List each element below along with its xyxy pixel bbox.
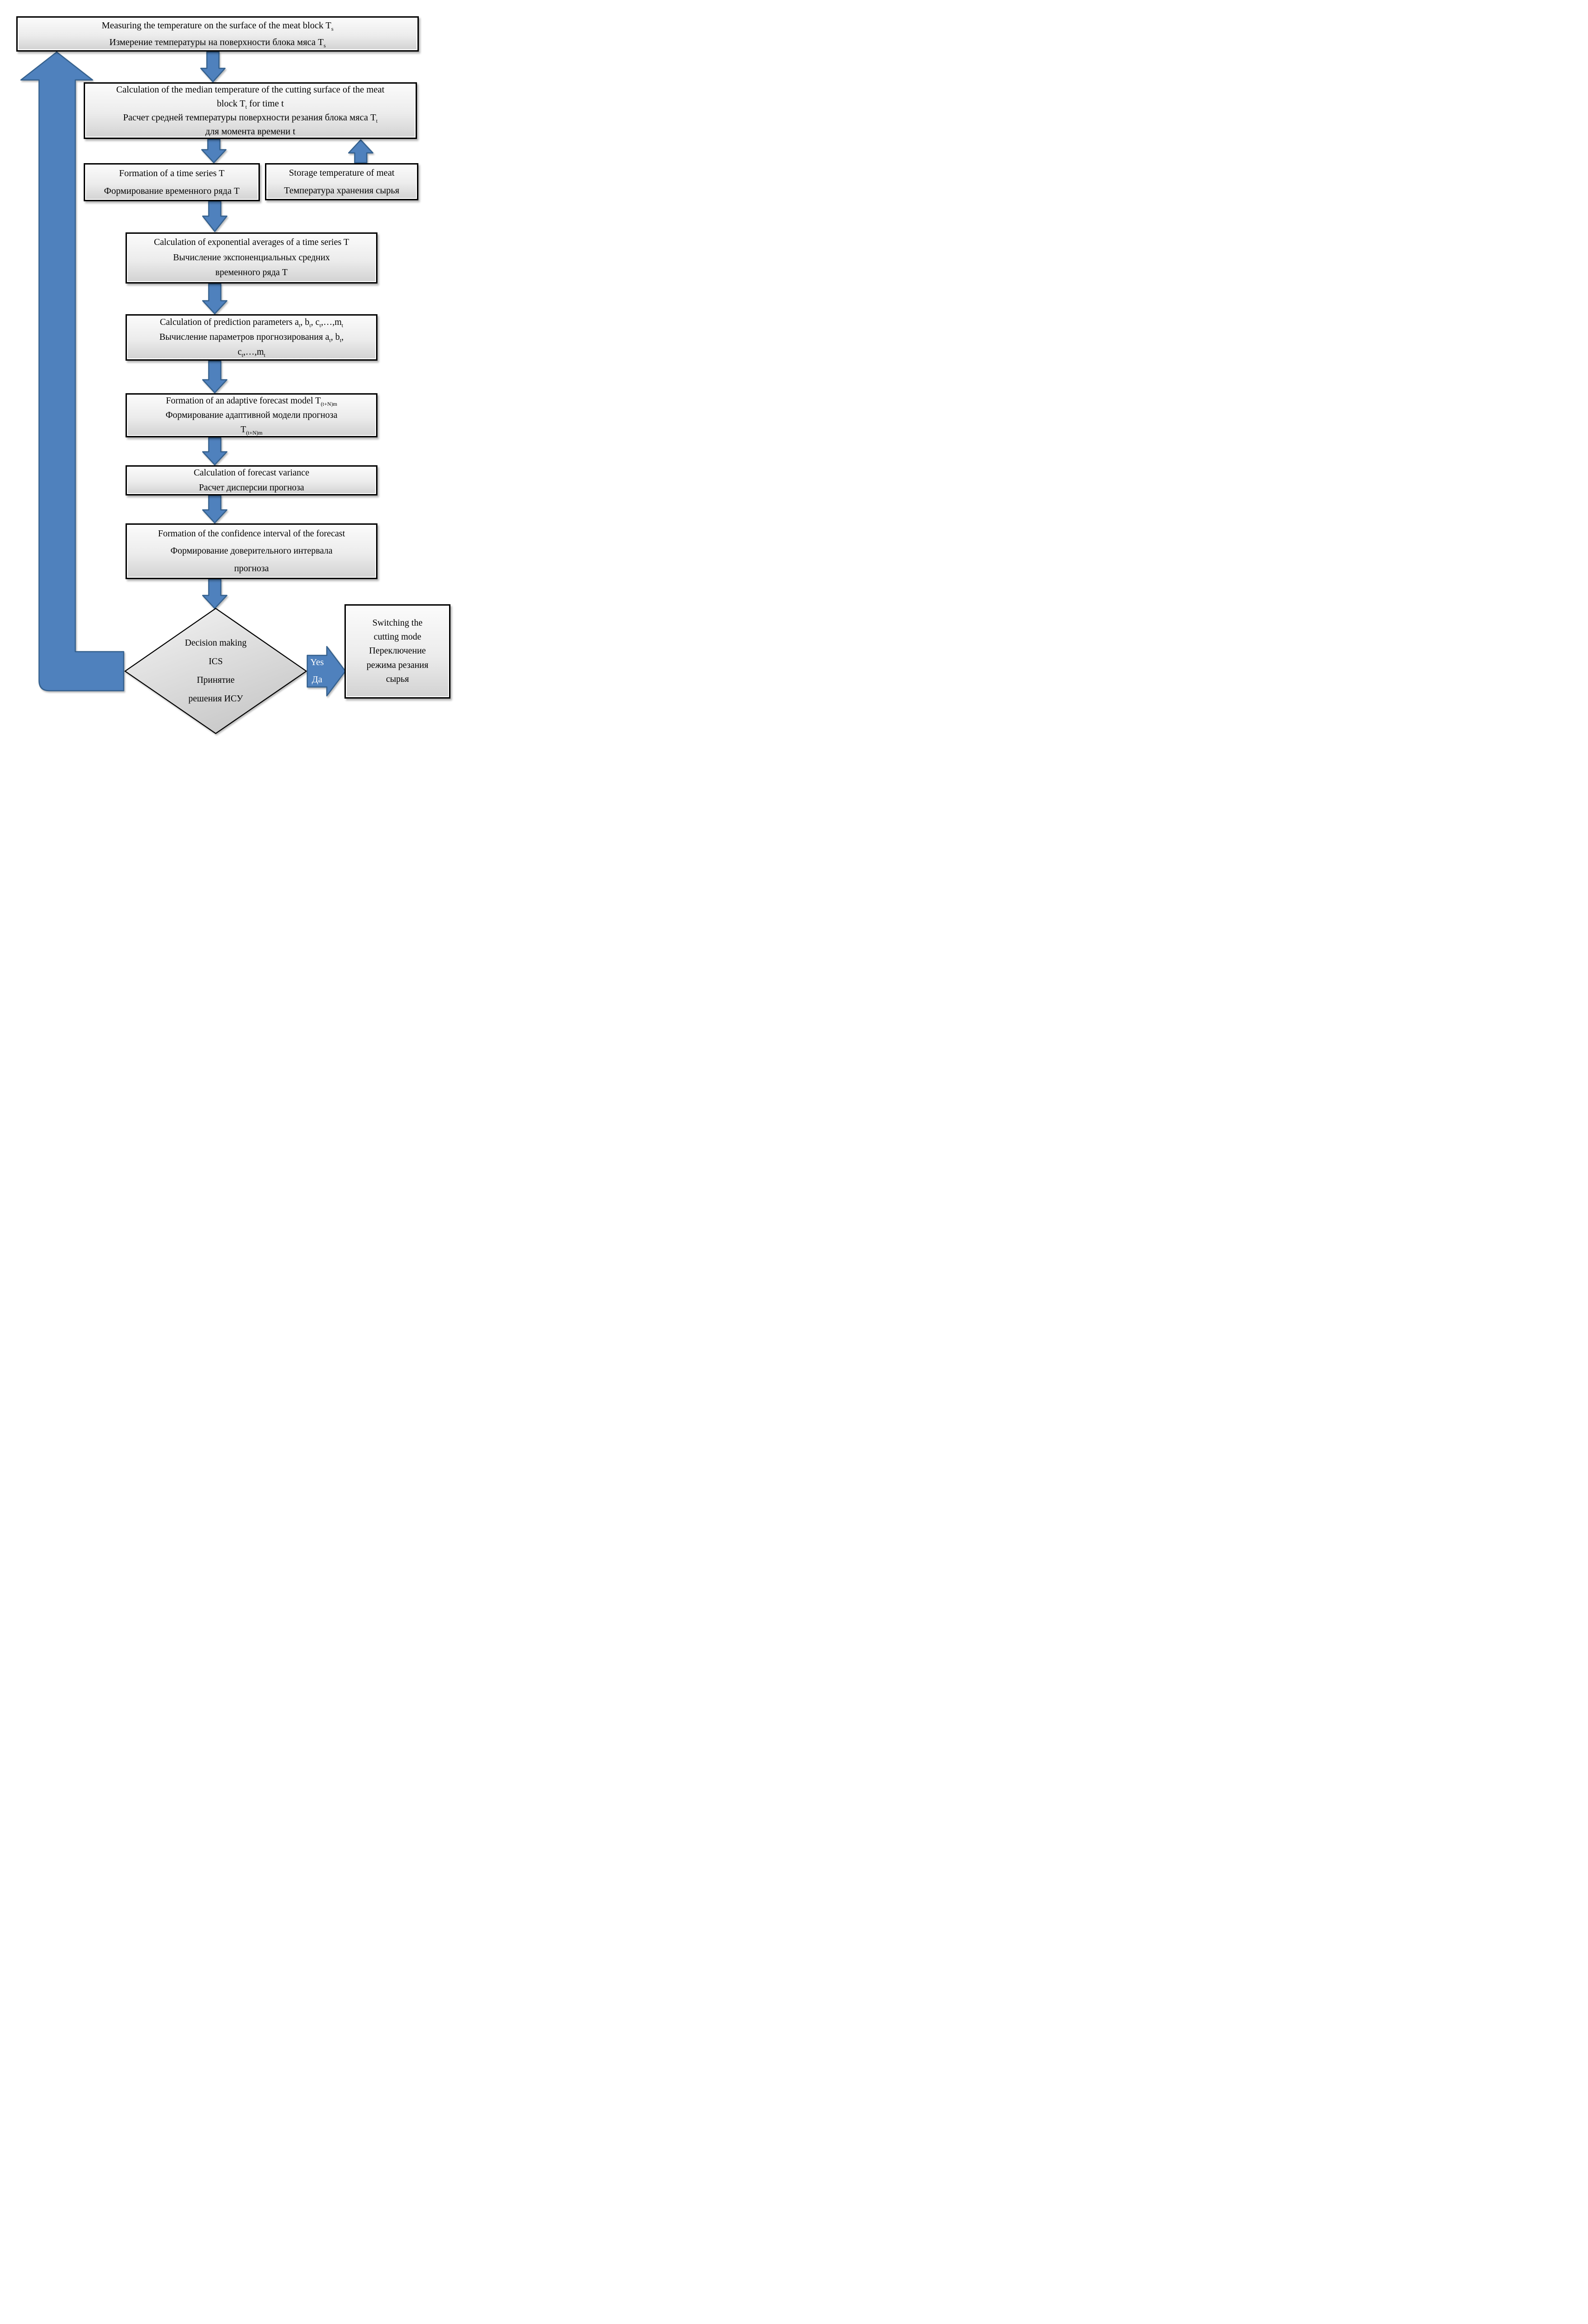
- arrow-params-to-adaptive: [202, 360, 228, 394]
- arrow-storage-to-median: [348, 139, 374, 164]
- yes-label-en: Yes: [310, 657, 324, 667]
- arrow-confidence-to-decision: [202, 578, 228, 609]
- node-confidence-interval: Formation of the confidence interval of …: [126, 523, 377, 579]
- yes-branch-label: Yes Да: [305, 654, 329, 689]
- node-exponential-averages: Calculation of exponential averages of a…: [126, 232, 377, 284]
- no-loop-arrow: [20, 51, 125, 692]
- flow-connectors: [20, 51, 374, 734]
- decision-diamond: [124, 607, 307, 734]
- node-prediction-parameters: Calculation of prediction parameters at,…: [126, 314, 377, 361]
- arrow-median-to-timeseries: [201, 139, 227, 164]
- arrow-variance-to-confidence: [202, 495, 228, 524]
- flowchart-canvas: Measuring the temperature on the surface…: [0, 0, 465, 738]
- node-measure-temperature: Measuring the temperature on the surface…: [16, 16, 419, 52]
- node-median-temperature: Calculation of the median temperature of…: [84, 82, 417, 139]
- arrow-expavg-to-params: [202, 283, 228, 315]
- arrow-adaptive-to-variance: [202, 437, 228, 466]
- arrow-measure-to-median: [200, 51, 226, 83]
- yes-arrow: [306, 646, 346, 697]
- yes-label-ru: Да: [311, 674, 323, 685]
- arrow-timeseries-to-expavg: [202, 200, 228, 232]
- node-adaptive-forecast-model: Formation of an adaptive forecast model …: [126, 393, 377, 437]
